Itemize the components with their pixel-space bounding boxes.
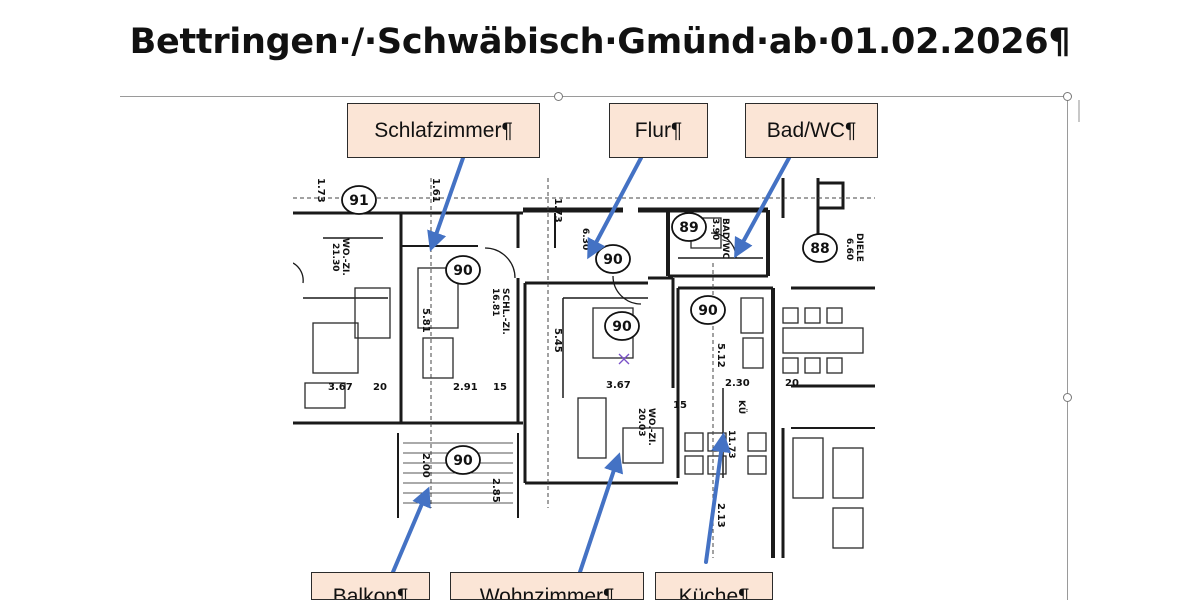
room-mark: 90: [698, 303, 718, 319]
dimension-label: 2.30: [725, 378, 750, 389]
room-mark: 90: [453, 453, 473, 469]
floor-plan-image: 91 90 90 90 89 90 90 88 SCHL.-ZI. 16.81 …: [292, 178, 875, 560]
room-mark: 89: [679, 220, 698, 236]
room-area-wo-left: 21.30: [330, 243, 340, 271]
room-area-schl: 16.81: [490, 288, 500, 316]
floor-plan-drawing: 91 90 90 90 89 90 90 88 SCHL.-ZI. 16.81 …: [292, 178, 875, 558]
room-mark: 91: [349, 193, 368, 209]
room-name-schl: SCHL.-ZI.: [500, 288, 510, 335]
room-mark: 90: [453, 263, 473, 279]
room-name-diele: DIELE: [854, 233, 864, 262]
selection-edge-marker: [1078, 100, 1080, 122]
position-marker: [618, 353, 630, 365]
room-area-wo: 20.03: [636, 408, 646, 436]
dimension-label: 5.45: [552, 328, 563, 353]
room-name-wo-left: WO.-ZI.: [340, 238, 350, 276]
selection-border-right: [1067, 96, 1068, 600]
room-mark: 88: [810, 241, 829, 257]
dimension-label: 3.67: [606, 380, 631, 391]
label-flur[interactable]: Flur¶: [609, 103, 708, 158]
selection-border-top: [120, 96, 1068, 97]
dimension-label: 20: [373, 382, 387, 393]
room-name-bad: BAD/WC: [720, 218, 730, 260]
room-area-bad: 3.90: [710, 218, 720, 240]
label-bad-wc[interactable]: Bad/WC¶: [745, 103, 878, 158]
dimension-label: 1.73: [315, 178, 326, 203]
label-balkon[interactable]: Balkon¶: [311, 572, 430, 600]
resize-handle-top[interactable]: [554, 92, 563, 101]
room-area-diele: 6.60: [844, 238, 854, 260]
room-name-wo: WO.-ZI.: [646, 408, 656, 446]
dimension-label: 2.85: [490, 478, 501, 503]
dimension-label: 3.67: [328, 382, 353, 393]
dimension-label: 2.13: [715, 503, 726, 528]
dimension-label: 2.91: [453, 382, 478, 393]
label-schlafzimmer[interactable]: Schlafzimmer¶: [347, 103, 540, 158]
room-area-flur: 6.30: [580, 228, 590, 250]
page-title: Bettringen·/·Schwäbisch·Gmünd·ab·01.02.2…: [129, 22, 1071, 62]
room-mark: 90: [612, 319, 632, 335]
room-name-ku: KÜ: [736, 400, 747, 414]
dimension-label: 1.61: [430, 178, 441, 203]
dimension-label: 15: [673, 400, 687, 411]
dimension-label: 20: [785, 378, 799, 389]
dimension-label: 5.81: [420, 308, 431, 333]
dimension-label: 1.73: [552, 198, 563, 223]
dimension-label: 15: [493, 382, 507, 393]
resize-handle-right[interactable]: [1063, 393, 1072, 402]
resize-handle-top-right[interactable]: [1063, 92, 1072, 101]
label-wohnzimmer[interactable]: Wohnzimmer¶: [450, 572, 644, 600]
room-area-ku: 11.73: [726, 430, 736, 458]
label-kueche[interactable]: Küche¶: [655, 572, 773, 600]
dimension-label: 2.00: [420, 453, 431, 478]
dimension-label: 5.12: [715, 343, 726, 368]
room-mark: 90: [603, 252, 623, 268]
